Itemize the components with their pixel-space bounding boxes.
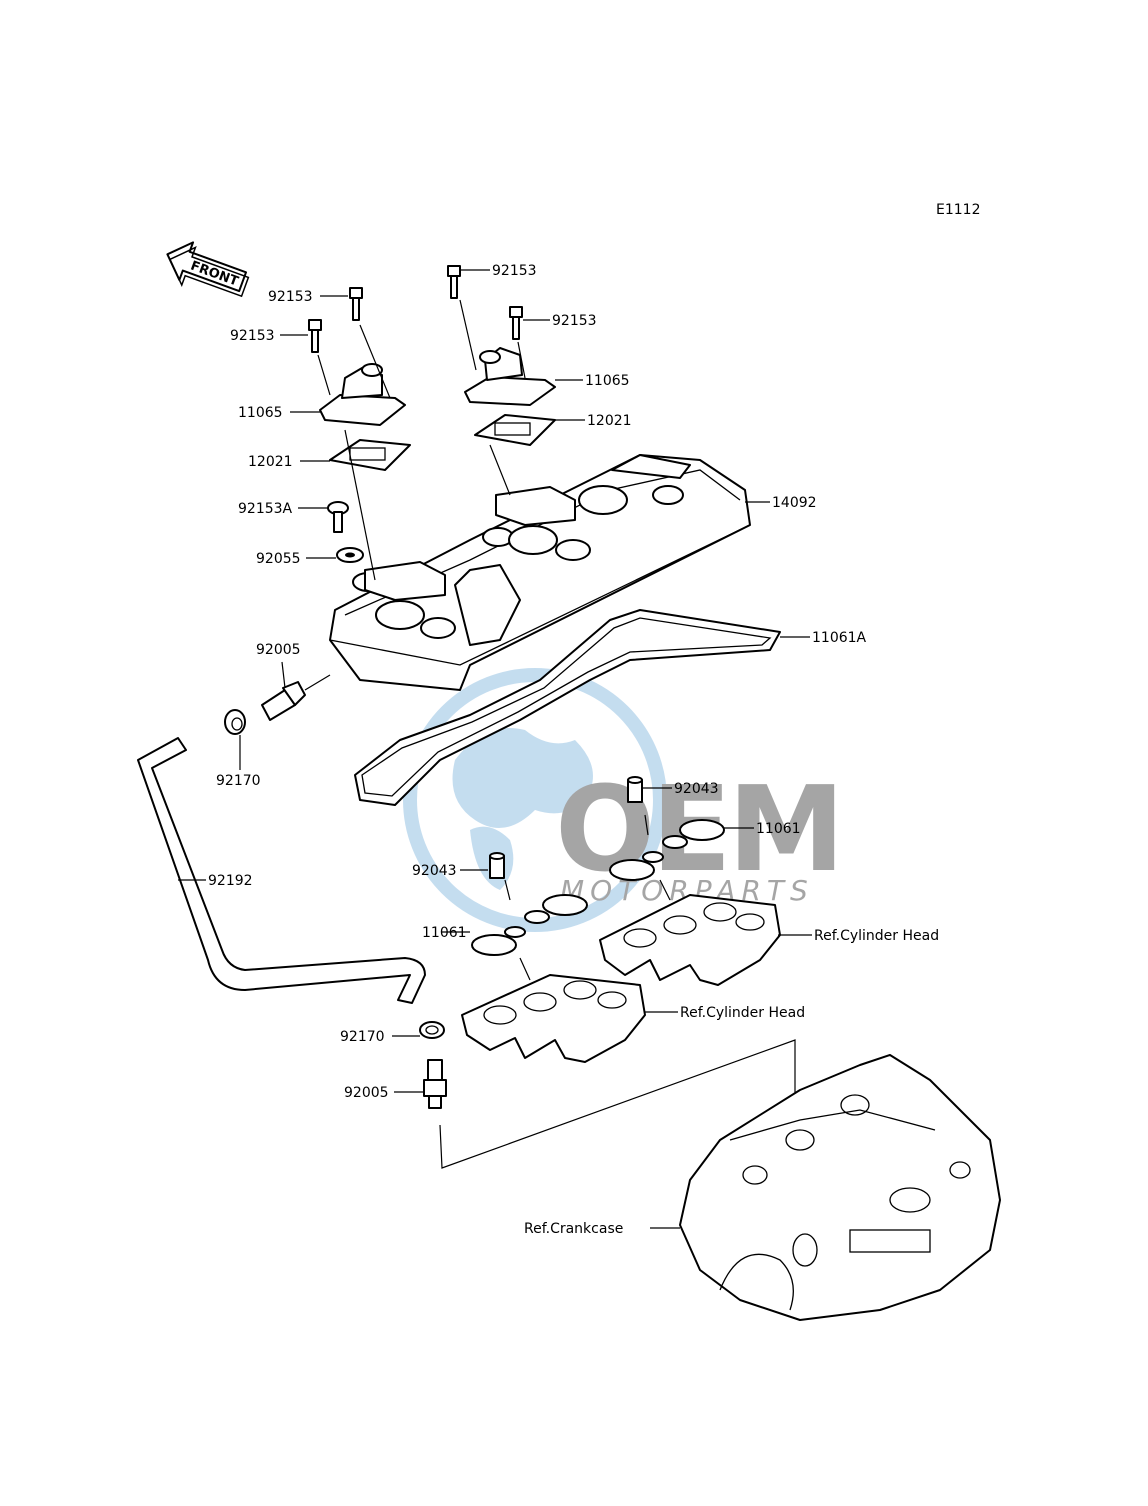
hose-92192 [137, 737, 426, 1004]
gasket-11061-left [442, 894, 588, 956]
dowel-92043-left [460, 852, 505, 879]
label-92153A: 92153A [238, 501, 293, 517]
label-11061A: 11061A [812, 630, 867, 646]
cylinder-head-ref-right [599, 894, 812, 986]
diagram-code: E1112 [936, 202, 980, 218]
label-92153-d: 92153 [552, 313, 597, 329]
label-11061-left: 11061 [422, 925, 467, 941]
clamp-92170-top [224, 709, 246, 770]
label-92153-a: 92153 [268, 289, 313, 305]
bolt-92153-a [320, 287, 363, 321]
watermark: OEM MOTORPARTS [403, 668, 845, 932]
label-92005-top: 92005 [256, 642, 301, 658]
fitting-92005-top [261, 661, 331, 721]
label-ref-crankcase: Ref.Crankcase [524, 1221, 623, 1237]
washer-92055 [306, 547, 364, 563]
bolt-92153-b [280, 319, 322, 353]
fitting-92005-bottom [394, 1039, 796, 1169]
label-92005-bottom: 92005 [344, 1085, 389, 1101]
bolt-92153A [298, 501, 349, 533]
head-cover-14092 [329, 454, 770, 691]
breather-cover-left-11065 [290, 363, 406, 426]
label-14092: 14092 [772, 495, 817, 511]
label-12021-left: 12021 [248, 454, 293, 470]
label-11061-right: 11061 [756, 821, 801, 837]
gasket-left-12021 [300, 439, 411, 471]
label-12021-right: 12021 [587, 413, 632, 429]
label-92043-right: 92043 [674, 781, 719, 797]
label-92043-left: 92043 [412, 863, 457, 879]
dowel-92043-right [627, 776, 672, 803]
label-92055: 92055 [256, 551, 301, 567]
cylinder-head-ref-left [461, 974, 678, 1063]
crankcase-ref [650, 1054, 1001, 1321]
gasket-right-12021 [474, 414, 585, 446]
label-92153-c: 92153 [492, 263, 537, 279]
clamp-92170-bottom [392, 1021, 445, 1039]
front-arrow: FRONT [166, 241, 250, 298]
watermark-globe [403, 668, 667, 932]
label-92192: 92192 [208, 873, 253, 889]
label-ref-cyl-head-right: Ref.Cylinder Head [814, 928, 939, 944]
label-92170-bottom: 92170 [340, 1029, 385, 1045]
label-ref-cyl-head-left: Ref.Cylinder Head [680, 1005, 805, 1021]
label-92153-b: 92153 [230, 328, 275, 344]
bolt-92153-d [509, 306, 550, 340]
gasket-11061A [354, 609, 810, 806]
bolt-92153-c [447, 265, 490, 299]
label-11065-right: 11065 [585, 373, 630, 389]
label-11065-left: 11065 [238, 405, 283, 421]
gasket-11061-right [609, 819, 754, 881]
breather-cover-right-11065 [464, 347, 583, 406]
label-92170-top: 92170 [216, 773, 261, 789]
